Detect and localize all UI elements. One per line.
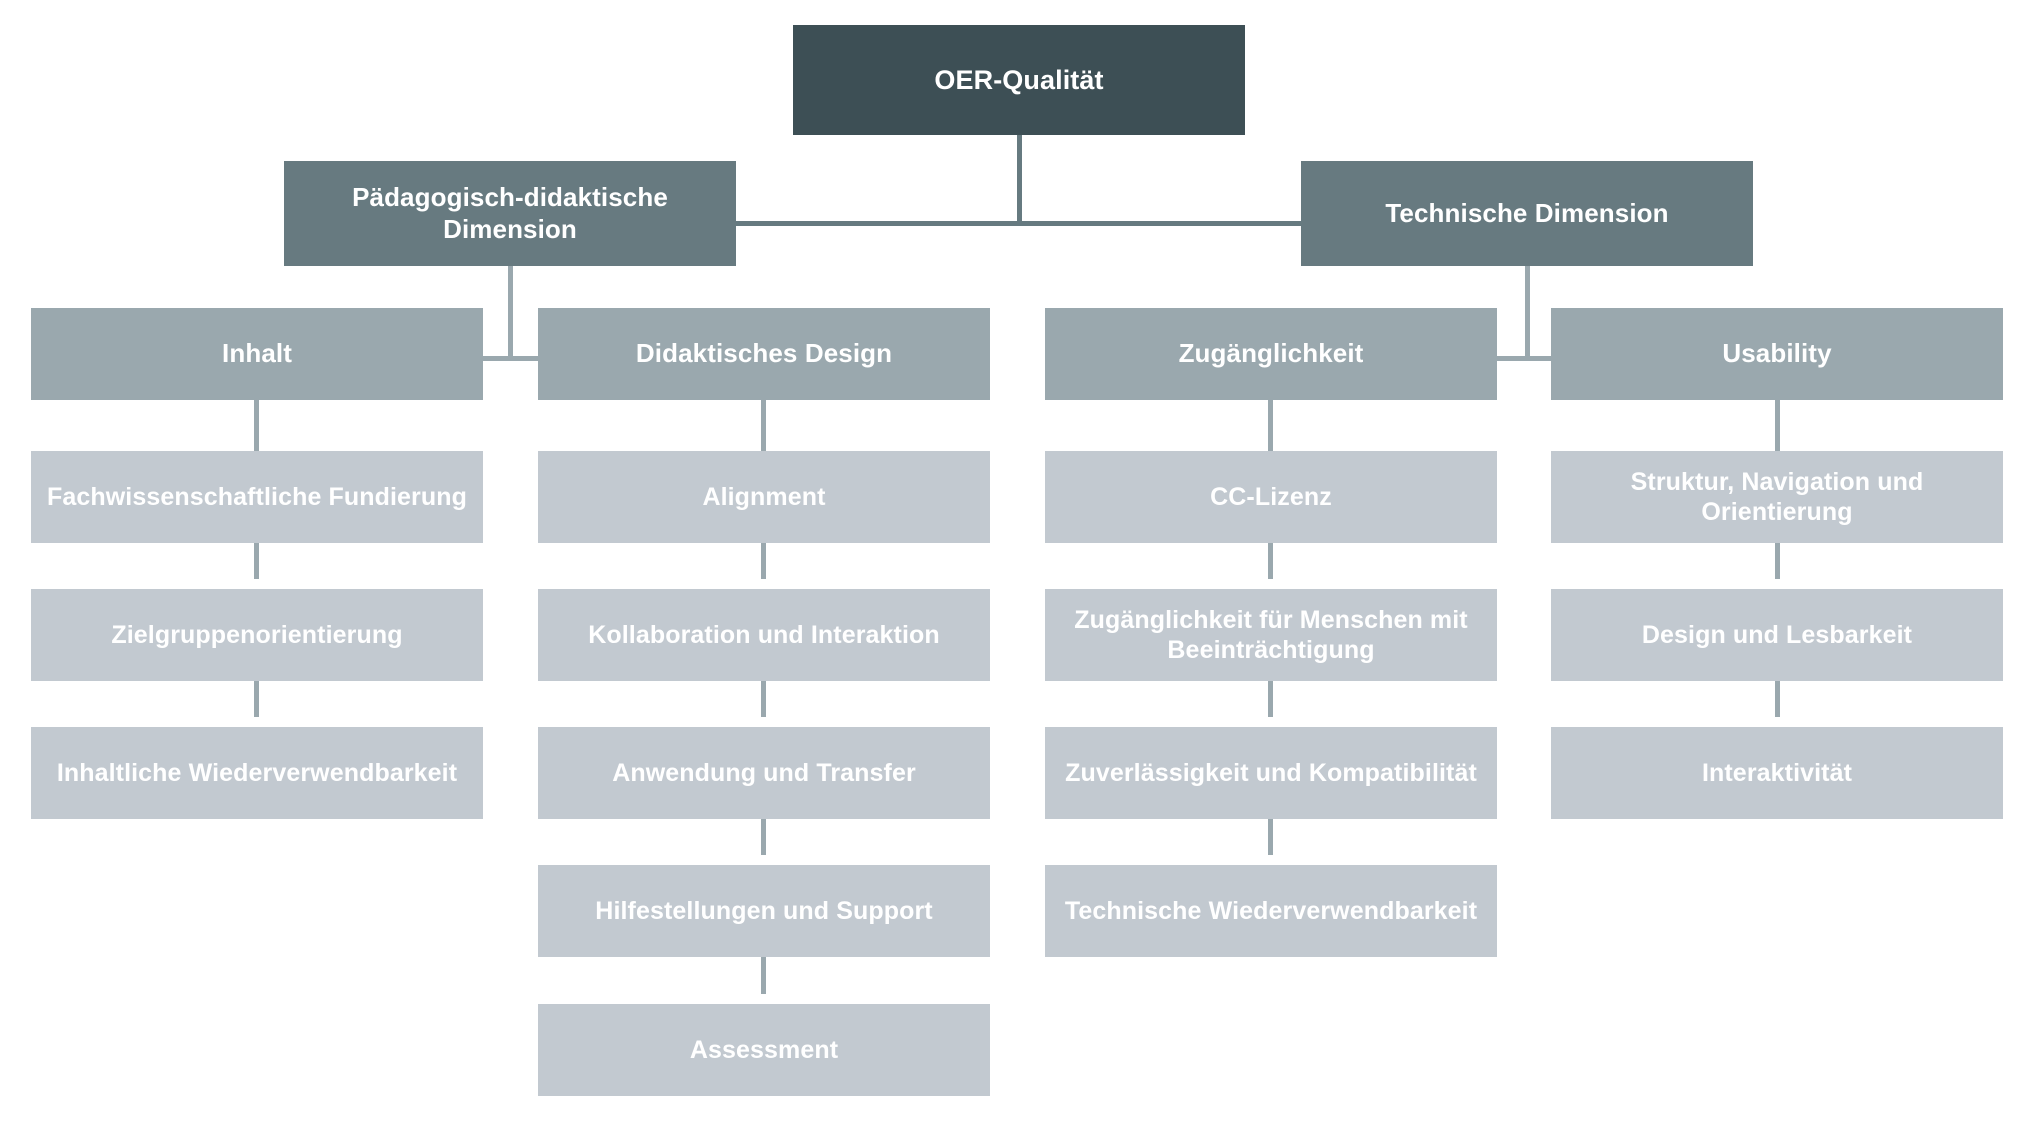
node-label: OER-Qualität: [934, 64, 1104, 95]
node-label: Zielgruppenorientierung: [111, 620, 403, 649]
connector-didaktisches-design-2: [761, 539, 766, 579]
node-criterion-assessment[interactable]: Assessment: [538, 1004, 990, 1096]
node-label: Technische Wiederverwendbarkeit: [1064, 896, 1478, 925]
node-label: Technische Dimension: [1385, 197, 1669, 228]
node-criterion-zielgruppenorientierung[interactable]: Zielgruppenorientierung: [31, 589, 483, 681]
connector-paedagogisch-bar: [257, 356, 760, 361]
node-dimension-paedagogisch-didaktische[interactable]: Pädagogisch-didaktische Dimension: [284, 161, 736, 266]
node-criterion-zugaenglichkeit-fuer-menschen-mit-beeintraechtigung[interactable]: Zugänglichkeit für Menschen mit Beeinträ…: [1045, 589, 1497, 681]
node-label: Fachwissenschaftliche Fundierung: [47, 482, 467, 511]
node-label: Kollaboration und Interaktion: [588, 620, 940, 649]
connector-didaktisches-design-3: [761, 677, 766, 717]
node-label: Alignment: [702, 482, 826, 511]
node-label: Didaktisches Design: [635, 338, 893, 369]
node-label: Assessment: [689, 1035, 839, 1064]
node-label: Interaktivität: [1701, 758, 1853, 787]
node-criterion-interaktivitaet[interactable]: Interaktivität: [1551, 727, 2003, 819]
node-criterion-alignment[interactable]: Alignment: [538, 451, 990, 543]
node-label: Anwendung und Transfer: [612, 758, 916, 787]
node-label: Zuverlässigkeit und Kompatibilität: [1065, 758, 1477, 787]
node-criterion-inhaltliche-wiederverwendbarkeit[interactable]: Inhaltliche Wiederverwendbarkeit: [31, 727, 483, 819]
node-category-usability[interactable]: Usability: [1551, 308, 2003, 400]
node-category-zugaenglichkeit[interactable]: Zugänglichkeit: [1045, 308, 1497, 400]
node-label: Design und Lesbarkeit: [1641, 620, 1913, 649]
connector-zugaenglichkeit-2: [1268, 539, 1273, 579]
connector-zugaenglichkeit-4: [1268, 815, 1273, 855]
connector-dimensions-bar: [735, 221, 1302, 226]
node-criterion-zuverlaessigkeit-und-kompatibilitaet[interactable]: Zuverlässigkeit und Kompatibilität: [1045, 727, 1497, 819]
node-label: Inhaltliche Wiederverwendbarkeit: [56, 758, 458, 787]
connector-didaktisches-design-1: [761, 400, 766, 455]
connector-inhalt-2: [254, 539, 259, 579]
connector-zugaenglichkeit-3: [1268, 677, 1273, 717]
node-label: Pädagogisch-didaktische Dimension: [352, 181, 668, 244]
node-criterion-hilfestellungen-und-support[interactable]: Hilfestellungen und Support: [538, 865, 990, 957]
node-criterion-cc-lizenz[interactable]: CC-Lizenz: [1045, 451, 1497, 543]
connector-inhalt-1: [254, 400, 259, 455]
node-label: Usability: [1722, 338, 1832, 369]
node-label: Hilfestellungen und Support: [595, 896, 933, 925]
connector-usability-1: [1775, 400, 1780, 455]
node-criterion-technische-wiederverwendbarkeit[interactable]: Technische Wiederverwendbarkeit: [1045, 865, 1497, 957]
node-label: Struktur, Navigation und Orientierung: [1630, 467, 1924, 527]
node-criterion-anwendung-und-transfer[interactable]: Anwendung und Transfer: [538, 727, 990, 819]
connector-usability-3: [1775, 677, 1780, 717]
node-label: Zugänglichkeit für Menschen mit Beeinträ…: [1074, 605, 1468, 665]
connector-technisch-stem: [1525, 265, 1530, 360]
connector-technisch-bar: [1271, 356, 1774, 361]
node-label: CC-Lizenz: [1210, 482, 1332, 511]
node-label: Inhalt: [222, 338, 292, 369]
connector-didaktisches-design-4: [761, 815, 766, 855]
connector-inhalt-3: [254, 677, 259, 717]
connector-root-stem: [1017, 134, 1022, 224]
node-category-didaktisches-design[interactable]: Didaktisches Design: [538, 308, 990, 400]
connector-didaktisches-design-5: [761, 954, 766, 994]
node-dimension-technische[interactable]: Technische Dimension: [1301, 161, 1753, 266]
connector-usability-2: [1775, 539, 1780, 579]
node-criterion-fachwissenschaftliche-fundierung[interactable]: Fachwissenschaftliche Fundierung: [31, 451, 483, 543]
node-criterion-struktur-navigation-und-orientierung[interactable]: Struktur, Navigation und Orientierung: [1551, 451, 2003, 543]
node-criterion-kollaboration-und-interaktion[interactable]: Kollaboration und Interaktion: [538, 589, 990, 681]
node-criterion-design-und-lesbarkeit[interactable]: Design und Lesbarkeit: [1551, 589, 2003, 681]
node-label: Zugänglichkeit: [1178, 338, 1364, 369]
node-category-inhalt[interactable]: Inhalt: [31, 308, 483, 400]
node-root-oer-qualitaet[interactable]: OER-Qualität: [793, 25, 1245, 135]
connector-zugaenglichkeit-1: [1268, 400, 1273, 455]
connector-paedagogisch-stem: [508, 265, 513, 360]
